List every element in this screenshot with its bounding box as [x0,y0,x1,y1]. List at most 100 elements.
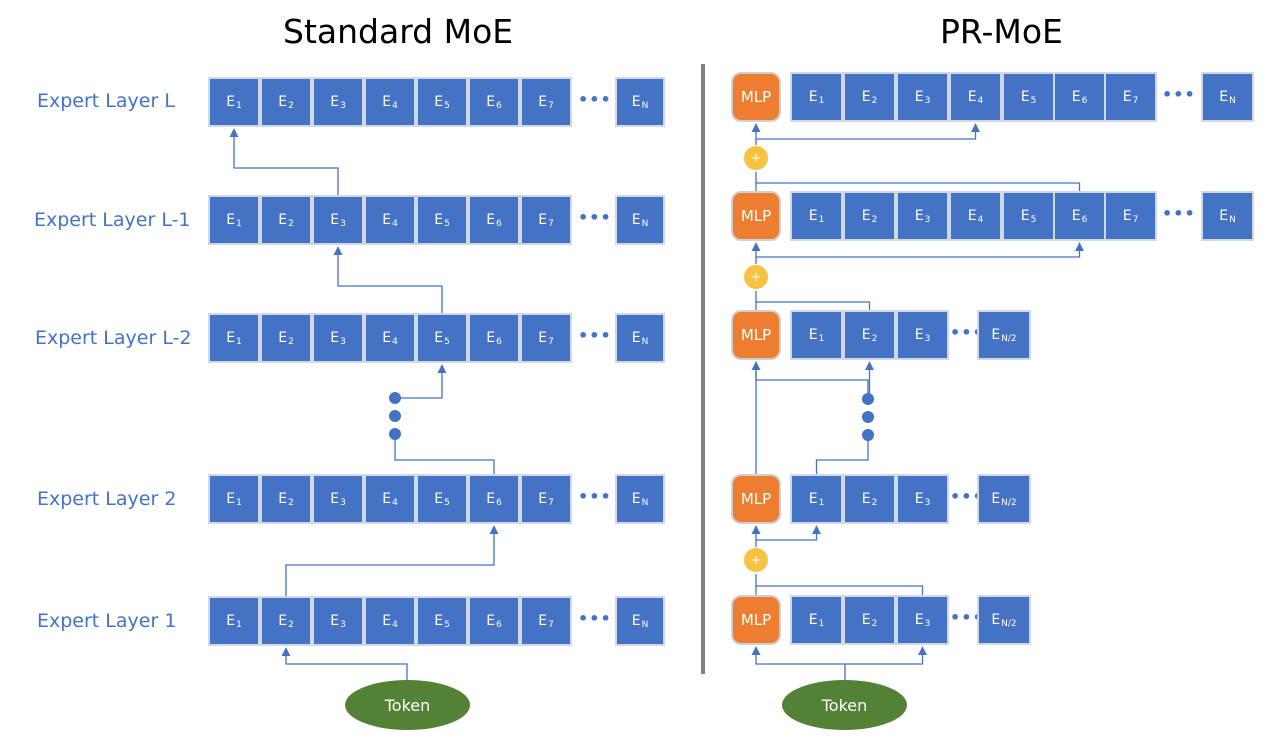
pr-plus-2: + [742,263,770,291]
std-wire-token-to-l1 [281,647,408,680]
pr-plus-1: + [742,546,770,574]
std-wire-l-2-to-l-1 [333,246,443,313]
std-token: Token [345,680,470,730]
layer-label-1: Expert Layer 1 [37,610,177,632]
svg-text:+: + [751,270,761,284]
pr-mlp-l: MLP [731,72,781,122]
pr-ellipsis-1: ••• [950,608,984,627]
pr-mlp-1: MLP [731,595,781,645]
layer-label-l-2: Expert Layer L-2 [35,327,192,349]
svg-text:+: + [751,553,761,567]
std-wire-l-1-to-l [229,128,339,195]
panel-divider [701,64,705,674]
pr-ellipsis-2: ••• [950,487,984,506]
pr-wire-skip-to-l-2-e2 [864,361,875,395]
std-ellipsis-l-2: ••• [578,326,612,345]
pr-ellipsis-l-1: ••• [1162,204,1196,223]
title-standard-moe: Standard MoE [283,12,514,51]
layer-label-l: Expert Layer L [37,90,175,112]
std-wire-l1-to-l2 [285,525,499,596]
layer-label-2: Expert Layer 2 [37,488,177,510]
layer-label-l-1: Expert Layer L-1 [34,209,191,231]
pr-token: Token [782,680,907,730]
pr-wire-plus3-to-l-e4 [756,123,981,140]
std-wire-skip-to-l-2 [394,364,447,400]
pr-wire-l2-e1-up [815,440,869,474]
pr-vertical-ellipsis-dot-2 [862,411,874,423]
std-ellipsis-1: ••• [578,609,612,628]
pr-wire-plus2-to-l-1-e6 [756,242,1085,258]
std-vertical-ellipsis-dot-2 [389,410,401,422]
std-vertical-ellipsis-dot-3 [389,428,401,440]
pr-wire-token-to-l1-mlp [751,646,846,680]
pr-wire-skip-to-l-2-mlp [751,361,869,394]
pr-wire-token-to-l1-e3 [845,646,928,665]
pr-ellipsis-l: ••• [1162,85,1196,104]
svg-text:+: + [751,151,761,165]
pr-wire-l1-e3-up [756,585,924,595]
std-ellipsis-l-1: ••• [578,208,612,227]
pr-mlp-2: MLP [731,474,781,524]
std-ellipsis-2: ••• [578,487,612,506]
title-pr-moe: PR-MoE [940,12,1063,51]
pr-plus-3: + [742,144,770,172]
std-wire-l2-to-l-2 [394,440,495,474]
pr-wire-l-1-e6-up [756,182,1081,191]
